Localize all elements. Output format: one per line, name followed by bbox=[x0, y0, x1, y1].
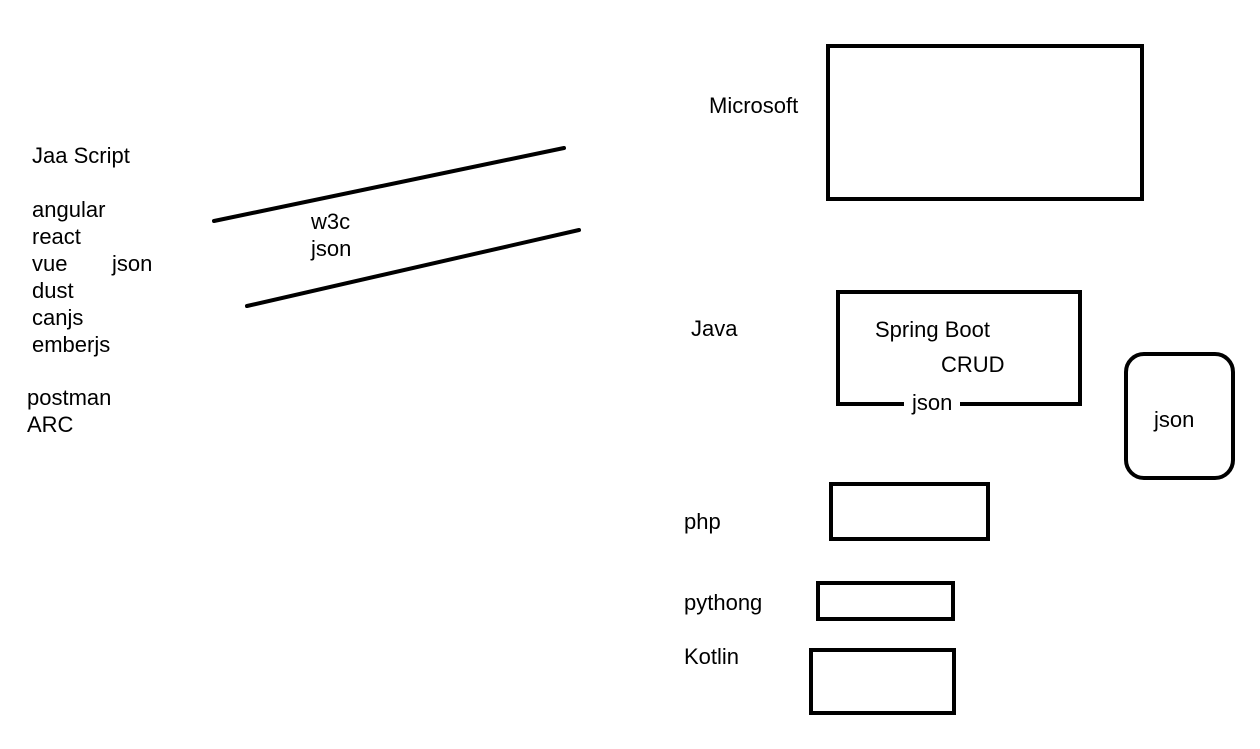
php-box bbox=[829, 482, 990, 541]
framework-emberjs: emberjs bbox=[32, 332, 111, 357]
json-box-label: json bbox=[1154, 407, 1195, 432]
lower-connector-line bbox=[245, 228, 581, 308]
python-box bbox=[816, 581, 955, 621]
kotlin-box bbox=[809, 648, 956, 715]
kotlin-label: Kotlin bbox=[684, 644, 740, 669]
spring-json-label: json bbox=[904, 389, 961, 416]
tool-arc: ARC bbox=[27, 412, 74, 437]
framework-canjs: canjs bbox=[32, 305, 84, 330]
json-box bbox=[1124, 352, 1235, 480]
framework-angular: angular bbox=[32, 197, 106, 222]
javascript-heading: Jaa Script bbox=[32, 143, 130, 168]
middle-json-label: json bbox=[311, 236, 352, 261]
tool-postman: postman bbox=[27, 385, 112, 410]
w3c-label: w3c bbox=[311, 209, 351, 234]
framework-react: react bbox=[32, 224, 81, 249]
vue-json-label: json bbox=[112, 251, 153, 276]
upper-connector-line bbox=[212, 146, 566, 223]
php-label: php bbox=[684, 509, 721, 534]
microsoft-box bbox=[826, 44, 1144, 201]
java-label: Java bbox=[691, 316, 738, 341]
microsoft-label: Microsoft bbox=[709, 93, 799, 118]
framework-vue: vue bbox=[32, 251, 68, 276]
crud-label: CRUD bbox=[941, 352, 1005, 377]
python-label: pythong bbox=[684, 590, 763, 615]
spring-boot-label: Spring Boot bbox=[875, 317, 990, 342]
framework-dust: dust bbox=[32, 278, 74, 303]
